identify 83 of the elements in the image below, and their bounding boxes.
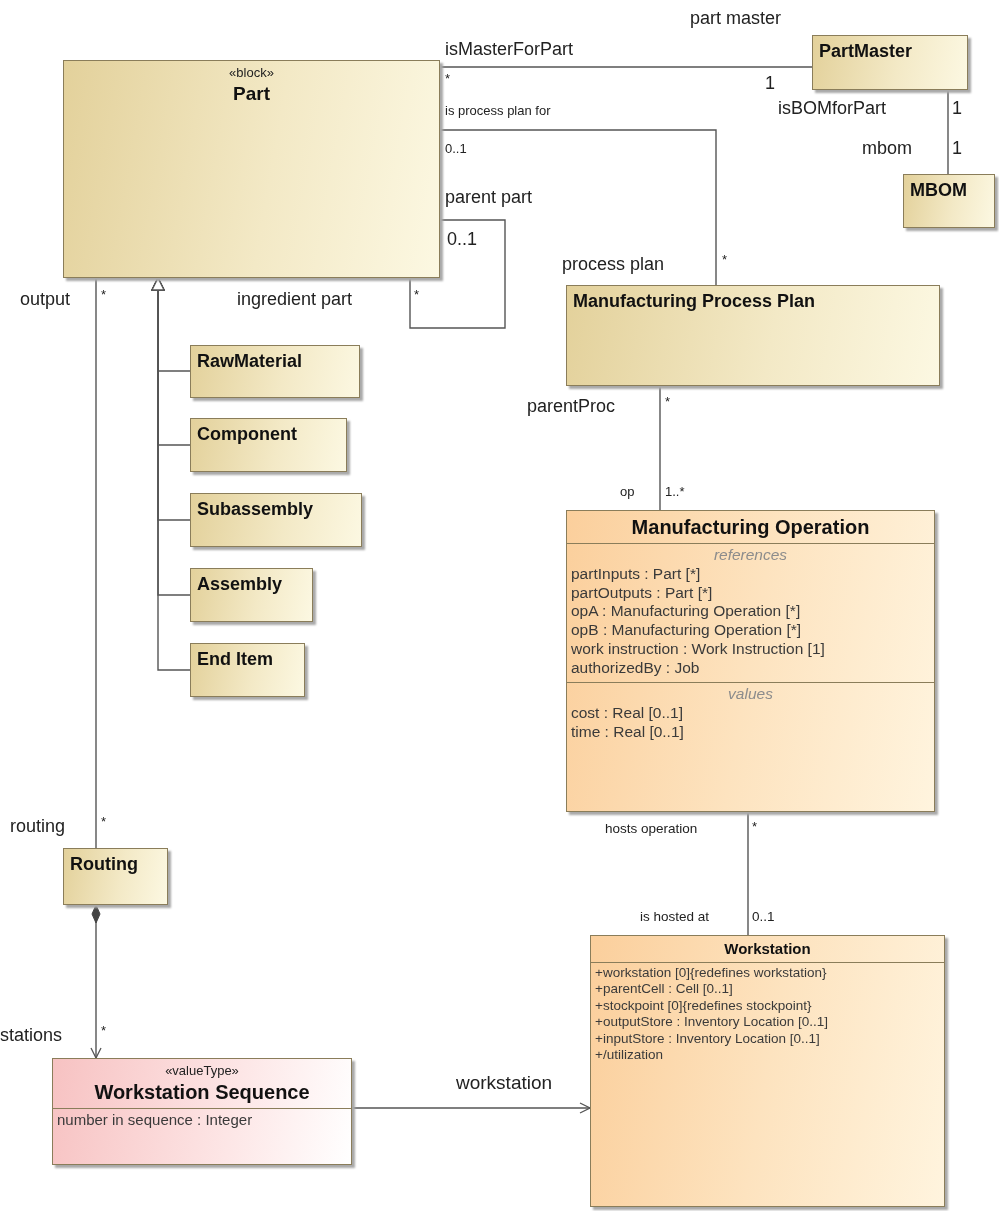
class-name: Workstation Sequence [94, 1079, 310, 1105]
class-name: End Item [197, 648, 273, 671]
class-box [63, 60, 440, 278]
class-box [903, 174, 995, 228]
role-name: parent part [445, 188, 533, 208]
association-line [409, 219, 506, 329]
class-name: Component [197, 423, 297, 446]
class-box [812, 35, 968, 90]
multiplicity: * [101, 1024, 107, 1039]
attribute-text: +outputStore : Inventory Location [0..1] [595, 1014, 829, 1031]
multiplicity: * [101, 288, 107, 303]
multiplicity: 1 [765, 74, 775, 94]
attribute-text: cost : Real [0..1] [571, 703, 683, 723]
class-box [190, 345, 360, 398]
association-arrow [351, 1102, 591, 1114]
role-name: isMasterForPart [445, 40, 574, 60]
class-name: Manufacturing Operation [631, 515, 870, 540]
compartment-heading: references [713, 546, 788, 565]
association-line [95, 277, 97, 849]
class-name: Assembly [197, 573, 283, 596]
attribute-text: +inputStore : Inventory Location [0..1] [595, 1030, 820, 1048]
multiplicity: 0..1 [752, 910, 775, 925]
attribute-text: number in sequence : Integer [57, 1110, 253, 1130]
attribute-text: work instruction : Work Instruction [1] [571, 640, 825, 660]
class-name: Routing [70, 853, 138, 876]
class-box [190, 493, 362, 547]
association-line [947, 89, 949, 175]
multiplicity: 0..1 [447, 230, 478, 250]
role-name: parentProc [527, 397, 616, 417]
class-name: Workstation [724, 940, 811, 959]
class-name: PartMaster [819, 40, 913, 63]
attribute-text: time : Real [0..1] [571, 722, 684, 742]
association-line [659, 385, 661, 511]
multiplicity: * [722, 253, 728, 268]
role-name: op [620, 485, 635, 500]
role-name: output [20, 290, 71, 310]
class-box [190, 568, 313, 622]
class-box [566, 285, 940, 386]
multiplicity: 1 [952, 139, 962, 159]
association-line [439, 129, 717, 286]
role-name: part master [690, 9, 782, 29]
stereotype: «block» [229, 65, 274, 82]
class-box [566, 510, 935, 812]
association-arrow [90, 904, 102, 1059]
attribute-text: +workstation [0]{redefines workstation} [595, 964, 827, 982]
multiplicity: * [445, 72, 451, 87]
class-box [63, 848, 168, 905]
class-box [190, 643, 305, 697]
multiplicity: 1 [952, 99, 962, 119]
role-name: stations [0, 1026, 63, 1046]
multiplicity: * [752, 820, 758, 835]
attribute-text: opA : Manufacturing Operation [*] [571, 602, 801, 622]
class-name: Part [233, 81, 270, 106]
association-line [747, 811, 749, 936]
class-name: Subassembly [197, 498, 314, 521]
generalization-arrow [151, 277, 191, 671]
attribute-text: +/utilization [595, 1047, 663, 1064]
attribute-text: partOutputs : Part [*] [571, 583, 713, 603]
compartment-heading: values [728, 685, 773, 704]
role-name: is process plan for [445, 104, 551, 119]
class-box [590, 935, 945, 1207]
multiplicity: * [665, 395, 671, 410]
stereotype: «valueType» [165, 1063, 239, 1080]
class-name: RawMaterial [197, 350, 303, 373]
class-name: MBOM [910, 179, 967, 202]
multiplicity: 1..* [665, 485, 685, 500]
class-box [190, 418, 347, 472]
attribute-text: +stockpoint [0]{redefines stockpoint} [595, 997, 812, 1015]
role-name: is hosted at [640, 910, 710, 925]
attribute-text: authorizedBy : Job [571, 659, 700, 679]
attribute-text: +parentCell : Cell [0..1] [595, 981, 733, 998]
role-name: isBOMforPart [778, 99, 887, 119]
role-name: routing [10, 817, 66, 837]
association-line [439, 66, 813, 68]
role-name: mbom [862, 139, 912, 159]
multiplicity: * [414, 288, 420, 303]
attribute-text: partInputs : Part [*] [571, 564, 701, 584]
class-name: Manufacturing Process Plan [573, 290, 816, 313]
role-name: ingredient part [237, 290, 353, 310]
attribute-text: opB : Manufacturing Operation [*] [571, 621, 802, 641]
multiplicity: * [101, 815, 107, 830]
multiplicity: 0..1 [445, 142, 467, 157]
class-box [52, 1058, 352, 1165]
